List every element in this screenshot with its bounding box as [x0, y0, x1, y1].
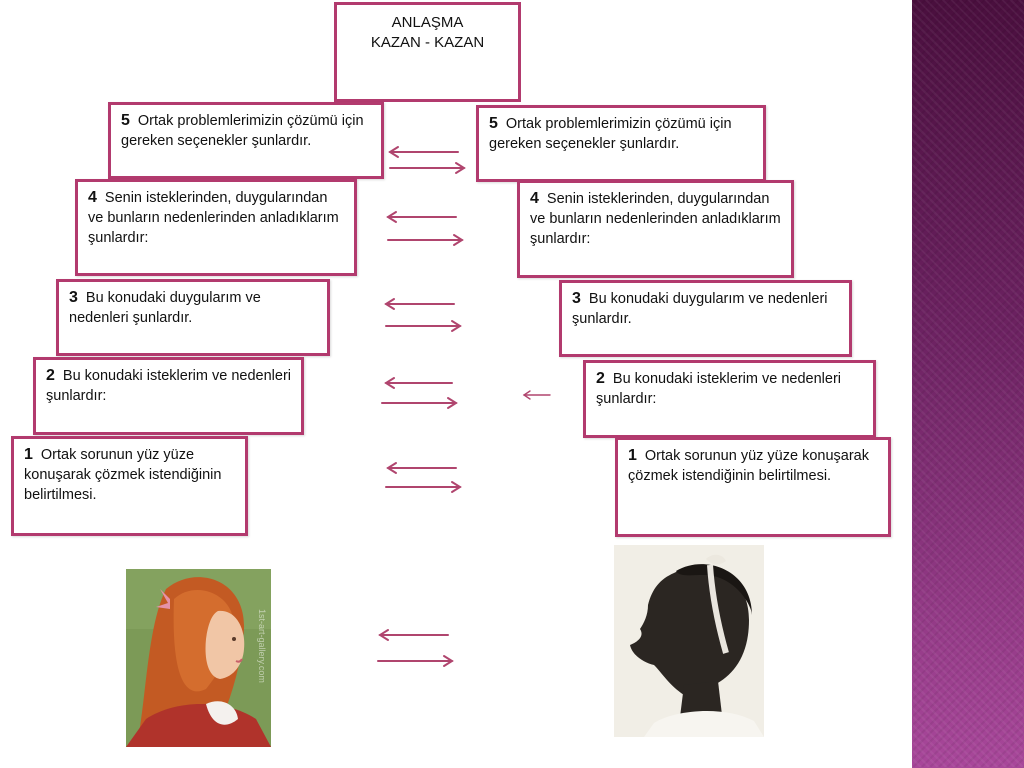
diagram-title: ANLAŞMA KAZAN - KAZAN	[334, 2, 521, 102]
right-step-5-number: 5	[489, 115, 498, 132]
right-step-3-text: Bu konudaki duygularım ve nedenleri şunl…	[572, 291, 828, 327]
left-step-1-text: Ortak sorunun yüz yüze konuşarak çözmek …	[24, 447, 222, 503]
arrow-pair-1	[385, 462, 462, 493]
arrow-pair-3	[384, 298, 462, 332]
right-step-4-number: 4	[530, 190, 539, 207]
right-step-2-text: Bu konudaki isteklerim ve nedenleri şunl…	[596, 371, 841, 407]
arrow-pair-2	[381, 377, 458, 409]
exchange-arrows	[377, 146, 551, 667]
arrow-pair-4	[386, 211, 464, 246]
arrow-small-left	[522, 390, 551, 400]
left-step-5-text: Ortak problemlerimizin çözümü için gerek…	[121, 113, 364, 149]
left-step-1-number: 1	[24, 446, 33, 463]
left-step-3-number: 3	[69, 289, 78, 306]
portrait-red-haired-girl: 1st-art-gallery.com	[126, 569, 271, 747]
arrow-pair-5	[388, 146, 466, 174]
left-step-3-text: Bu konudaki duygularım ve nedenleri şunl…	[69, 290, 261, 326]
left-step-2-number: 2	[46, 367, 55, 384]
photo-girl-illustration	[614, 545, 764, 737]
left-step-2-text: Bu konudaki isteklerim ve nedenleri şunl…	[46, 368, 291, 404]
left-step-4-text: Senin isteklerinden, duygularından ve bu…	[88, 190, 339, 246]
title-line-2: KAZAN - KAZAN	[370, 34, 485, 51]
right-step-1-text: Ortak sorunun yüz yüze konuşarak çözmek …	[628, 448, 869, 484]
right-step-2-number: 2	[596, 370, 605, 387]
image-watermark: 1st-art-gallery.com	[257, 609, 267, 683]
portrait-girl-profile	[614, 545, 764, 737]
right-step-1-number: 1	[628, 447, 637, 464]
right-step-4-text: Senin isteklerinden, duygularından ve bu…	[530, 191, 781, 247]
right-step-3-number: 3	[572, 290, 581, 307]
left-step-4-number: 4	[88, 189, 97, 206]
painting-girl-illustration	[126, 569, 271, 747]
right-step-5-text: Ortak problemlerimizin çözümü için gerek…	[489, 116, 732, 152]
left-step-5-number: 5	[121, 112, 130, 129]
title-line-1: ANLAŞMA	[391, 14, 464, 31]
decorative-sidebar	[912, 0, 1024, 768]
arrow-pair-portraits	[377, 629, 454, 667]
